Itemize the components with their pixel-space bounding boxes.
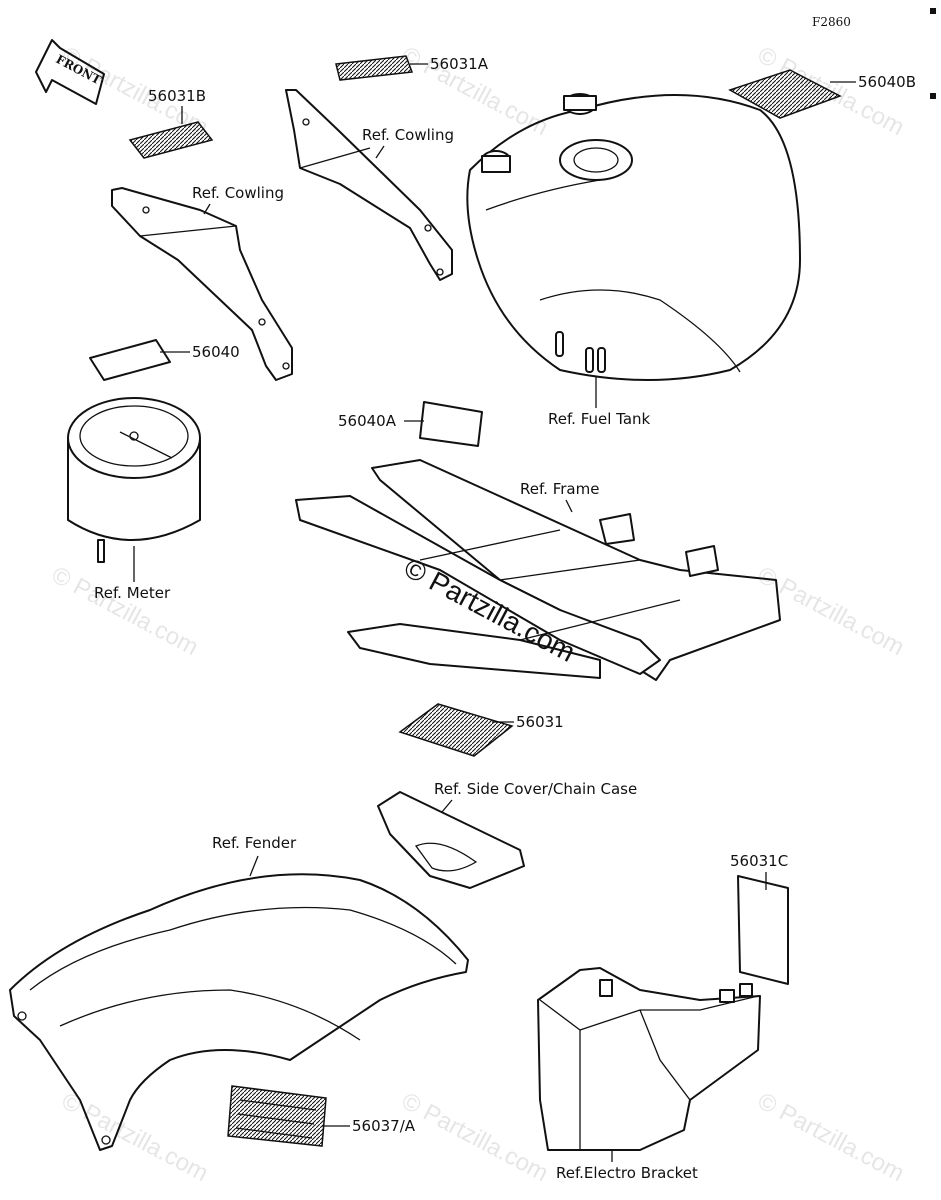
label-decal-56040B: [728, 69, 842, 119]
ref-side-cover-label: Ref. Side Cover/Chain Case: [434, 780, 637, 798]
cowling-lower-reference: [111, 187, 293, 381]
label-decal-56031: [398, 703, 514, 757]
ref-frame-label: Ref. Frame: [520, 480, 599, 498]
ref-cowling-upper-label: Ref. Cowling: [362, 126, 454, 144]
cowling-upper-reference: [285, 89, 453, 281]
label-decal-56031C: [737, 875, 789, 985]
watermark: © Partzilla.com: [57, 1087, 212, 1187]
part-number-56040[interactable]: 56040: [192, 343, 240, 361]
part-number-56031[interactable]: 56031: [516, 713, 564, 731]
watermark: © Partzilla.com: [397, 1087, 552, 1187]
corner-mark: [930, 93, 936, 99]
watermark: © Partzilla.com: [753, 1087, 908, 1187]
ref-fuel-tank-label: Ref. Fuel Tank: [548, 410, 651, 428]
corner-mark: [930, 8, 936, 14]
label-decal-56037A: [227, 1085, 327, 1147]
label-decal-56031A: [335, 55, 414, 81]
label-decal-56040A: [419, 401, 483, 447]
part-number-56037A[interactable]: 56037/A: [352, 1117, 416, 1135]
side-cover-chain-case-reference: [377, 791, 525, 889]
label-decal-56031B: [128, 121, 214, 159]
frame-reference: [295, 459, 781, 681]
ref-meter-label: Ref. Meter: [94, 584, 171, 602]
part-number-56031B[interactable]: 56031B: [148, 87, 206, 105]
fuel-tank-reference: [466, 93, 801, 381]
ref-cowling-lower-label: Ref. Cowling: [192, 184, 284, 202]
watermark: © Partzilla.com: [47, 561, 202, 661]
part-number-56040B[interactable]: 56040B: [858, 73, 916, 91]
ref-fender-label: Ref. Fender: [212, 834, 297, 852]
figure-code: F2860: [812, 15, 851, 29]
meter-reference: [67, 397, 201, 563]
part-number-56040A[interactable]: 56040A: [338, 412, 397, 430]
part-number-56031A[interactable]: 56031A: [430, 55, 489, 73]
label-decal-56040: [89, 339, 171, 381]
electro-bracket-reference: [537, 967, 761, 1151]
fender-reference: [9, 873, 469, 1151]
part-number-56031C[interactable]: 56031C: [730, 852, 788, 870]
ref-electro-bracket-label: Ref.Electro Bracket: [556, 1164, 698, 1182]
